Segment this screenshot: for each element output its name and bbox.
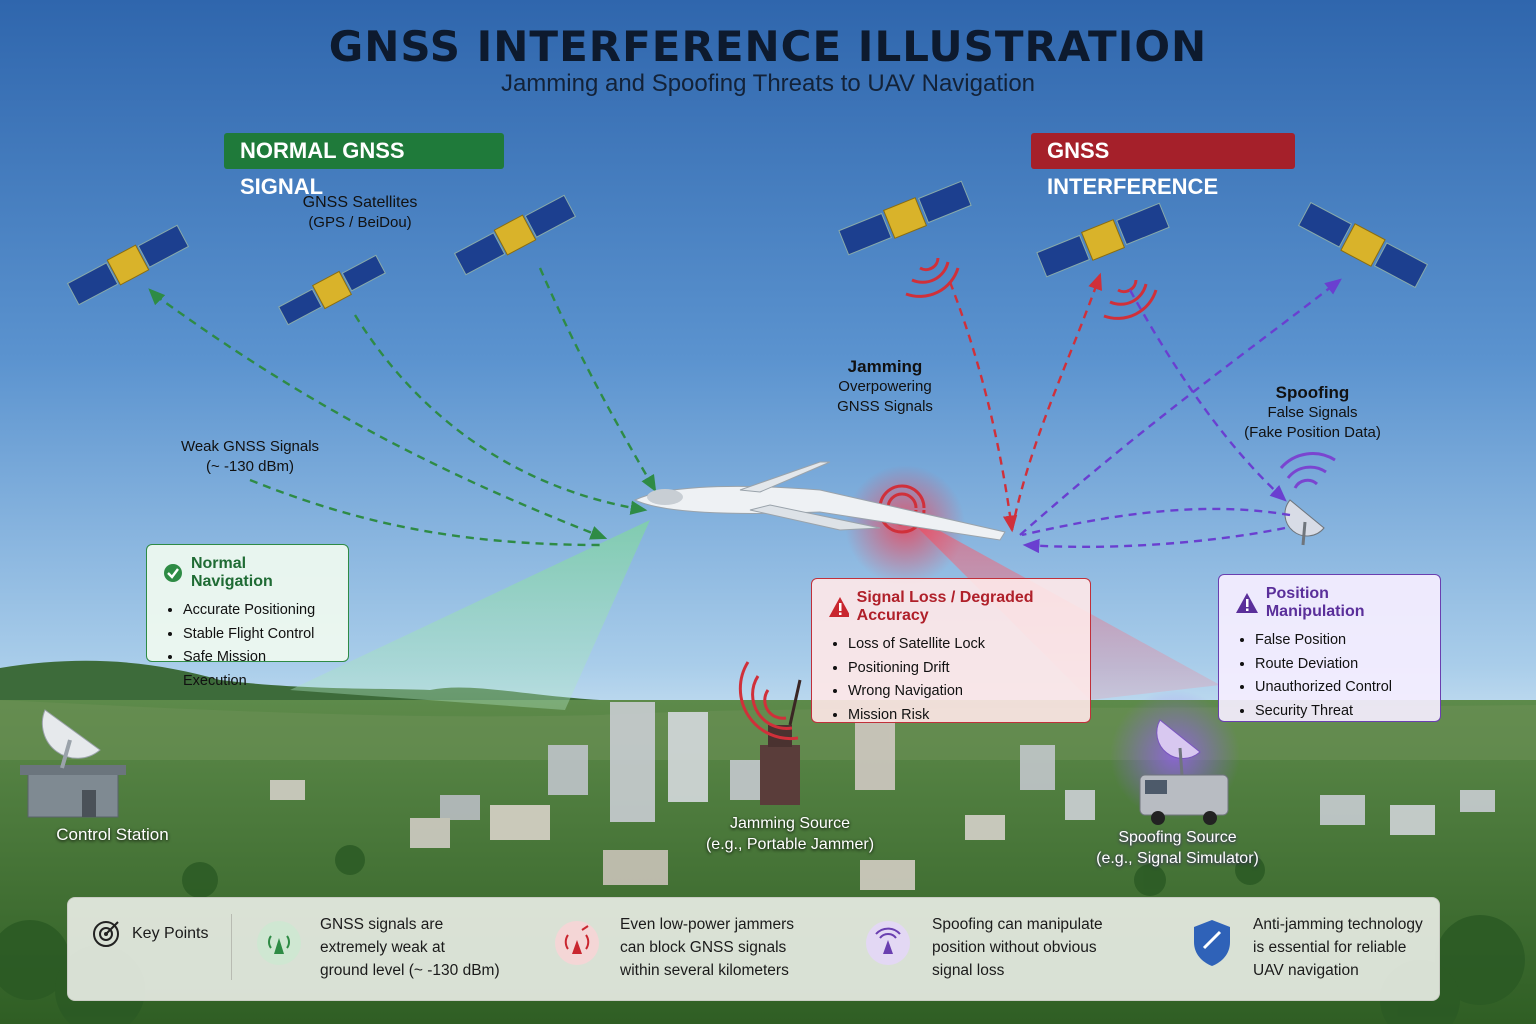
satellites-label: GNSS Satellites (GPS / BeiDou) [270,193,450,233]
jamming-label: Jamming Overpowering GNSS Signals [800,357,970,417]
city-buildings [270,702,1495,890]
key-point-1-line: GNSS signals are [320,916,444,933]
spoofing-sub2: (Fake Position Data) [1244,424,1381,441]
spoofing-source-van [1110,690,1240,825]
list-item: Wrong Navigation [848,680,1074,704]
key-point-4: Anti-jamming technology is essential for… [1253,913,1423,982]
antenna-icon [257,921,301,965]
key-point-4-line: is essential for reliable [1253,939,1407,956]
jammer-icon [555,921,599,965]
satellite-normal-3 [453,194,577,276]
key-point-4-line: Anti-jamming technology [1253,916,1423,933]
weak-signals-label: Weak GNSS Signals (~ -130 dBm) [160,437,340,477]
key-point-4-line: UAV navigation [1253,962,1359,979]
list-item: Accurate Positioning [183,599,332,623]
satellite-normal-2 [278,254,386,326]
spoofing-label: Spoofing False Signals (Fake Position Da… [1225,383,1400,443]
normal-navigation-list: Accurate Positioning Stable Flight Contr… [163,599,332,693]
key-point-2-line: within several kilometers [620,962,789,979]
spoofing-source-title: Spoofing Source [1118,829,1237,846]
key-points-bar: Key Points GNSS signals are extremely we… [67,897,1440,1001]
key-point-2-line: can block GNSS signals [620,939,787,956]
satellite-normal-1 [66,224,190,306]
spoofing-relay-dish [1279,452,1336,546]
spoofing-sub1: False Signals [1267,404,1358,421]
page-subtitle: Jamming and Spoofing Threats to UAV Navi… [500,70,1036,97]
list-item: Loss of Satellite Lock [848,633,1074,657]
key-point-2: Even low-power jammers can block GNSS si… [620,913,794,982]
key-point-1-line: extremely weak at [320,939,445,956]
target-icon [93,921,119,947]
key-point-1: GNSS signals are extremely weak at groun… [320,913,500,982]
spoofing-source-sub: (e.g., Signal Simulator) [1096,850,1259,867]
satellites-title: GNSS Satellites [302,194,418,211]
key-point-3: Spoofing can manipulate position without… [932,913,1103,982]
key-point-2-line: Even low-power jammers [620,916,794,933]
jamming-source-sub: (e.g., Portable Jammer) [705,836,875,853]
warning-triangle-icon [829,597,849,617]
list-item: False Position [1255,629,1424,653]
position-manipulation-list: False Position Route Deviation Unauthori… [1235,629,1424,723]
list-item: Safe Mission Execution [183,646,332,693]
key-points-title: Key Points [132,925,209,942]
jamming-sub2: GNSS Signals [837,398,933,415]
signal-loss-header: Signal Loss / Degraded Accuracy [828,589,1074,625]
position-manipulation-title: Position Manipulation [1265,585,1365,620]
key-point-1-line: ground level (~ -130 dBm) [320,962,500,979]
shield-icon [1194,920,1230,966]
spoof-icon [866,921,910,965]
control-station-dish [20,709,126,818]
banner-interference: GNSS INTERFERENCE [1031,133,1295,199]
satellite-interference-2 [1036,202,1170,278]
normal-navigation-box: Normal Navigation Accurate Positioning S… [146,544,349,689]
normal-navigation-title: Normal Navigation [190,555,273,590]
list-item: Positioning Drift [848,657,1074,681]
divider [231,914,232,980]
spoofing-title: Spoofing [1275,383,1350,402]
jamming-title: Jamming [847,357,923,376]
jamming-source-tower [738,661,802,805]
list-item: Security Threat [1255,700,1424,724]
banner-normal-signal: NORMAL GNSS SIGNAL [224,133,504,199]
spoofing-source-label: Spoofing Source (e.g., Signal Simulator) [1080,827,1275,869]
position-manipulation-header: Position Manipulation [1235,585,1424,621]
uav-drone [633,461,1006,541]
warning-triangle-icon [1236,593,1258,613]
signal-loss-list: Loss of Satellite Lock Positioning Drift… [828,633,1074,727]
satellite-interference-1 [838,180,972,256]
list-item: Stable Flight Control [183,623,332,647]
satellite-interference-3 [1297,201,1429,289]
jamming-source-label: Jamming Source (e.g., Portable Jammer) [690,813,890,855]
signal-loss-box: Signal Loss / Degraded Accuracy Loss of … [811,578,1091,723]
weak-sub: (~ -130 dBm) [206,458,294,475]
satellites-sub: (GPS / BeiDou) [308,214,412,231]
signal-loss-title: Signal Loss / Degraded Accuracy [856,589,1034,624]
weak-title: Weak GNSS Signals [180,438,320,455]
check-circle-icon [164,564,182,582]
key-point-3-line: position without obvious [932,939,1097,956]
normal-navigation-header: Normal Navigation [163,555,332,591]
list-item: Route Deviation [1255,653,1424,677]
page-title: GNSS INTERFERENCE ILLUSTRATION [328,22,1208,71]
key-point-3-line: signal loss [932,962,1005,979]
jamming-source-title: Jamming Source [729,815,851,832]
key-point-3-line: Spoofing can manipulate [932,916,1103,933]
jamming-sub1: Overpowering [838,378,932,395]
list-item: Unauthorized Control [1255,676,1424,700]
position-manipulation-box: Position Manipulation False Position Rou… [1218,574,1441,722]
control-station-label: Control Station [56,825,169,844]
list-item: Mission Risk [848,704,1074,728]
